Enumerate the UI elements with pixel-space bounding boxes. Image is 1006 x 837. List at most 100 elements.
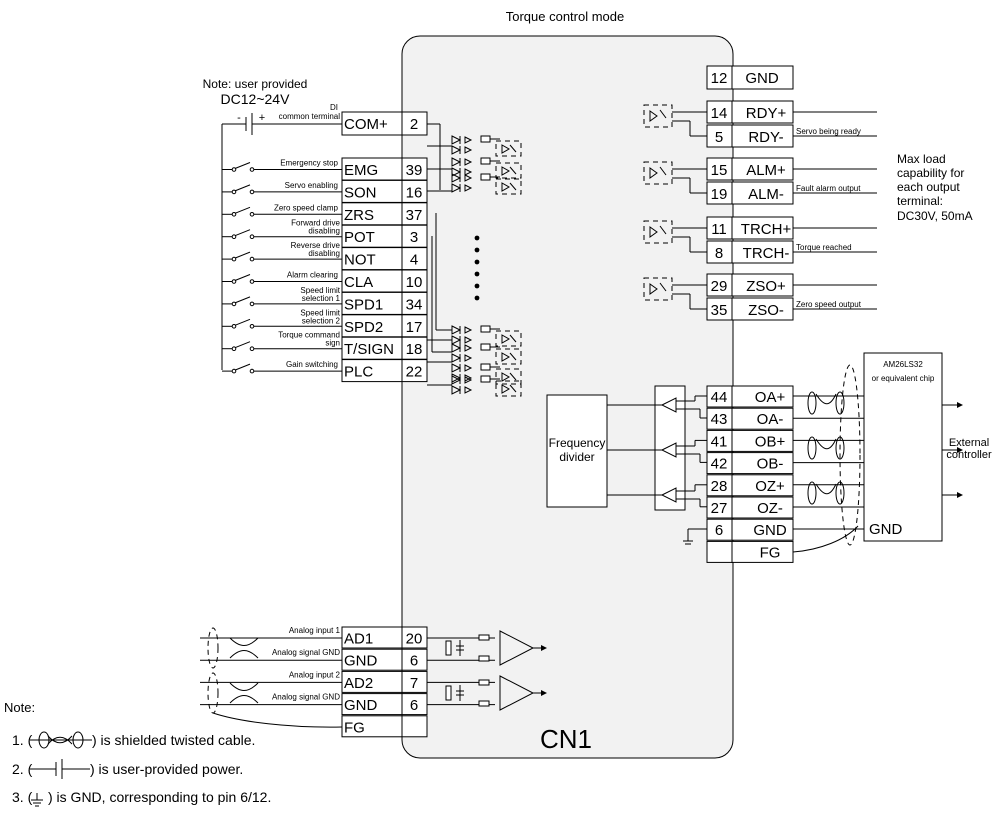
input-pin: 17 xyxy=(406,319,423,336)
input-pin: 3 xyxy=(410,229,418,246)
svg-text:-: - xyxy=(237,112,241,124)
encoder-signal: OZ+ xyxy=(755,478,785,495)
output-pin-minus: 35 xyxy=(711,302,728,319)
output-signal-plus: ZSO+ xyxy=(746,278,786,295)
input-signal: PLC xyxy=(344,364,373,381)
shielded-twisted-cable-icon xyxy=(207,672,259,714)
input-desc: selection 1 xyxy=(302,294,341,303)
input-signal: SPD2 xyxy=(344,319,383,336)
input-pin: 16 xyxy=(406,184,423,201)
input-desc: selection 2 xyxy=(302,316,341,325)
encoder-row: 42 OB- xyxy=(706,452,864,475)
analog-desc: Analog input 1 xyxy=(289,626,341,635)
note-2-text: ) is user-provided power. xyxy=(90,761,243,777)
input-signal: POT xyxy=(344,229,375,246)
svg-text:capability for: capability for xyxy=(897,166,964,180)
encoder-pin: 42 xyxy=(711,456,728,473)
diagram-title: Torque control mode xyxy=(506,9,625,24)
analog-pin: 7 xyxy=(410,675,418,692)
encoder-row: FG xyxy=(706,540,794,563)
output-signal-minus: ZSO- xyxy=(748,302,784,319)
analog-row: FG xyxy=(341,715,428,738)
gnd12-signal: GND xyxy=(745,70,779,87)
encoder-signal: OB+ xyxy=(755,433,786,450)
com-label-common: common terminal xyxy=(279,112,341,121)
power-symbol-icon xyxy=(30,759,90,779)
output-signal-plus: ALM+ xyxy=(746,162,786,179)
input-pin: 10 xyxy=(406,274,423,291)
input-pin: 18 xyxy=(406,341,423,358)
svg-text:each output: each output xyxy=(897,180,960,194)
input-desc: Speed limit xyxy=(300,286,340,295)
input-signal: SPD1 xyxy=(344,296,383,313)
frequency-divider-label-1: Frequency xyxy=(549,436,606,450)
encoder-row: 6 GND xyxy=(706,518,794,541)
connector-label: CN1 xyxy=(540,724,592,754)
switch-icon xyxy=(222,162,342,172)
switch-icon xyxy=(222,229,342,239)
digital-input-section: Note: user provided DC12~24V COM+ 2 DI c… xyxy=(203,77,522,397)
input-desc: Forward drive xyxy=(291,219,340,228)
svg-text:DC30V, 50mA: DC30V, 50mA xyxy=(897,209,973,223)
encoder-pin: 6 xyxy=(715,522,723,539)
output-signal-minus: TRCH- xyxy=(743,245,790,262)
line-driver-icon xyxy=(607,395,707,419)
chip-gnd-label: GND xyxy=(869,521,903,538)
power-source-icon: - + xyxy=(221,112,342,370)
encoder-signal: GND xyxy=(753,522,787,539)
output-signal-plus: RDY+ xyxy=(746,105,787,122)
power-note-line1: Note: user provided xyxy=(203,77,308,91)
output-optocoupler-icon xyxy=(643,220,707,253)
input-signal: NOT xyxy=(344,252,376,269)
note-3-prefix: 3. ( xyxy=(12,789,33,805)
encoder-pin: 43 xyxy=(711,411,728,428)
encoder-row: 41 OB+ xyxy=(706,429,864,452)
input-pin: 37 xyxy=(406,207,423,224)
input-signal: T/SIGN xyxy=(344,341,394,358)
com-pin: 2 xyxy=(410,116,418,133)
output-desc: Servo being ready xyxy=(796,127,861,136)
input-signal: ZRS xyxy=(344,207,374,224)
external-controller-label-1: External xyxy=(949,437,989,449)
analog-desc: Analog signal GND xyxy=(272,693,340,702)
com-signal: COM+ xyxy=(344,116,388,133)
output-signal-minus: RDY- xyxy=(748,129,783,146)
input-desc: disabling xyxy=(308,249,340,258)
output-pin-minus: 19 xyxy=(711,186,728,203)
output-pin-plus: 14 xyxy=(711,105,728,122)
chip-label-1: AM26LS32 xyxy=(883,360,923,369)
max-load-note: Max load capability for each output term… xyxy=(897,152,973,223)
frequency-divider-block xyxy=(546,394,608,508)
analog-pin: 20 xyxy=(406,631,423,648)
encoder-signal: OB- xyxy=(757,456,784,473)
input-desc: sign xyxy=(325,339,340,348)
output-desc: Torque reached xyxy=(796,243,852,252)
switch-icon xyxy=(222,206,342,217)
encoder-signal: OA+ xyxy=(755,389,786,406)
power-note-line2: DC12~24V xyxy=(221,91,291,107)
com-label-di: DI xyxy=(330,103,338,112)
encoder-pin: 27 xyxy=(711,500,728,517)
input-desc: Reverse drive xyxy=(291,241,341,250)
output-signal-plus: TRCH+ xyxy=(741,221,792,238)
switch-icon xyxy=(222,274,342,284)
input-signal: EMG xyxy=(344,162,378,179)
switch-icon xyxy=(222,341,342,352)
note-1-text: ) is shielded twisted cable. xyxy=(92,732,255,748)
encoder-pin: 41 xyxy=(711,433,728,450)
svg-text:Max load: Max load xyxy=(897,152,946,166)
analog-desc: Analog signal GND xyxy=(272,648,340,657)
chip-label-2: or equivalent chip xyxy=(872,374,935,383)
ellipsis-dots xyxy=(474,235,480,301)
analog-signal: GND xyxy=(344,653,378,670)
